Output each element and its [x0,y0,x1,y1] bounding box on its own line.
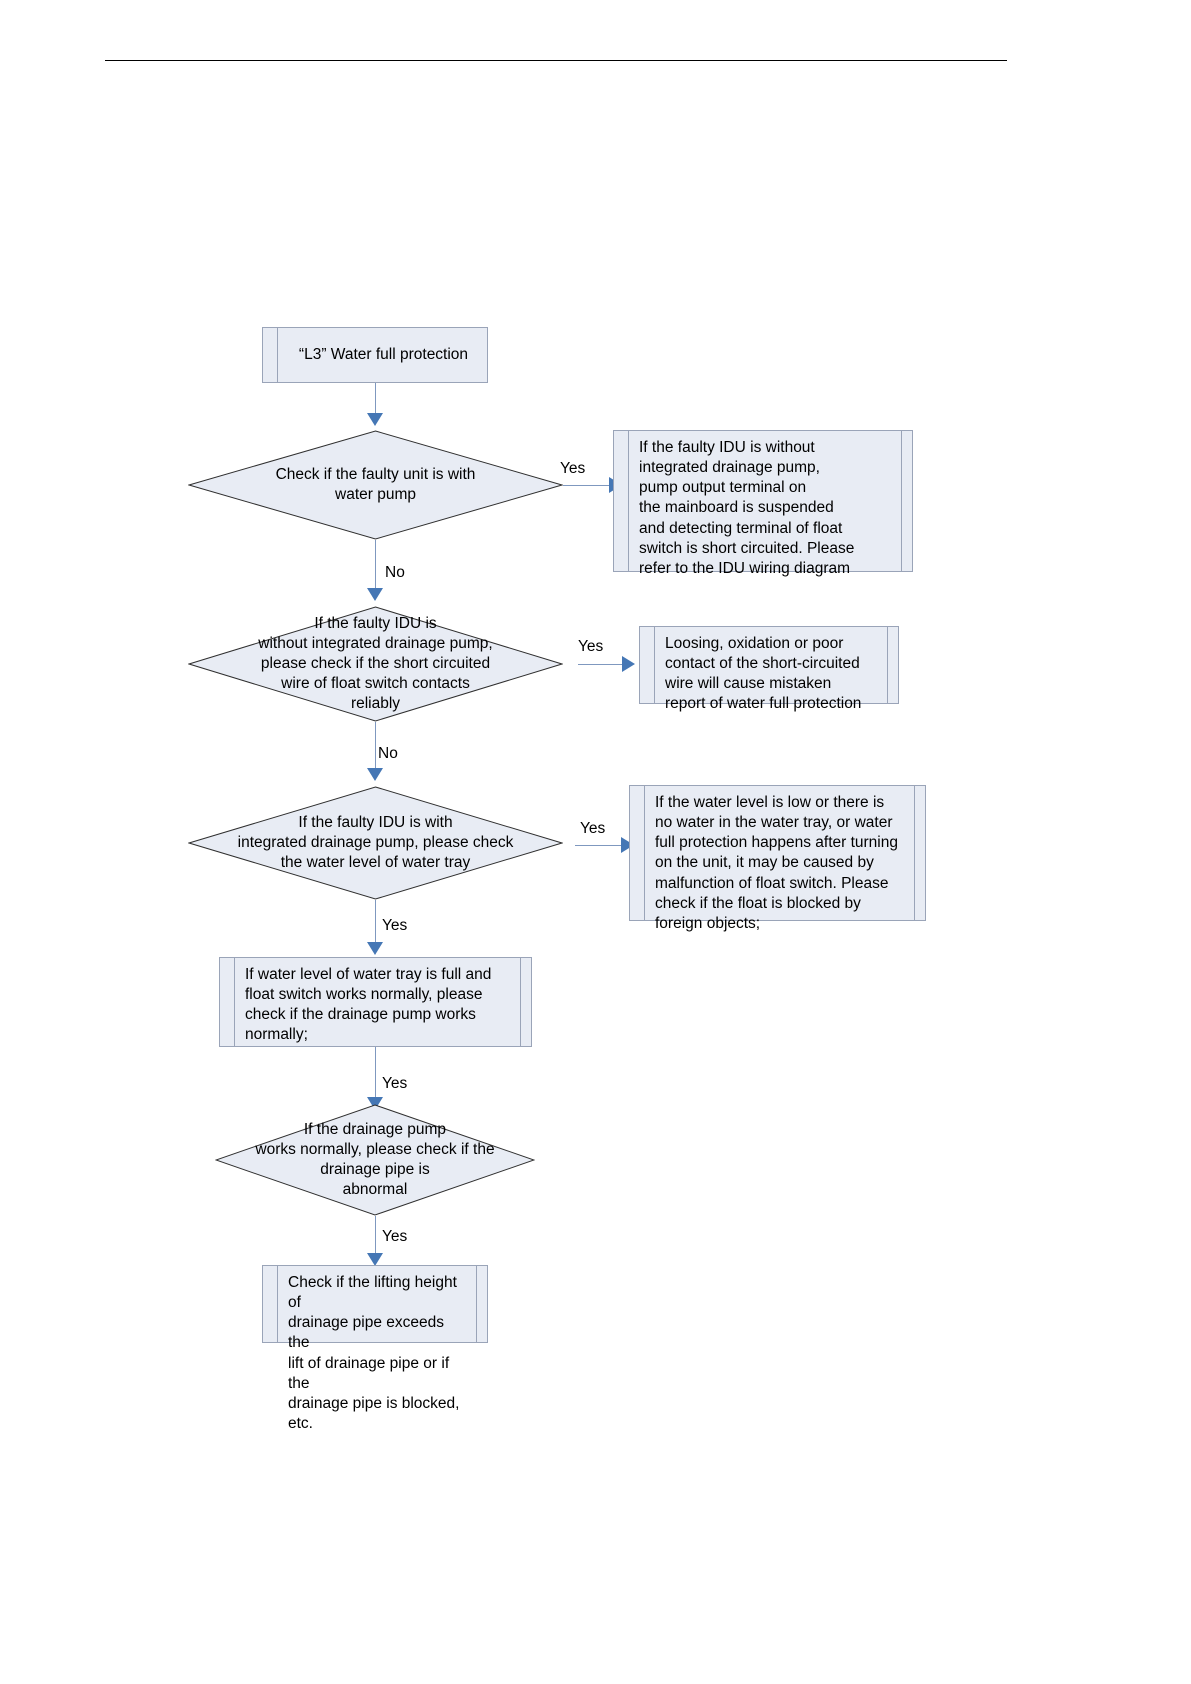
node-decision-2: If the faulty IDU is without integrated … [188,606,563,722]
node-decision-5-label: If the drainage pump works normally, ple… [255,1120,495,1199]
node-gutter-right [887,627,898,703]
node-result-1: If the faulty IDU is without integrated … [613,430,913,577]
arrowhead-end [367,1253,383,1266]
node-gutter-right [914,786,925,920]
node-gutter-right [901,431,912,571]
edge-label-decision5-yes: Yes [382,1228,408,1245]
connector-decision2-yes [578,664,628,665]
edge-label-decision1-yes: Yes [560,460,586,477]
connector-decision5-to-end [375,1216,376,1261]
node-process-4-label: If water level of water tray is full and… [245,966,492,1044]
node-result-3-label: If the water level is low or there is no… [655,794,898,932]
edge-label-decision1-no: No [385,564,405,581]
page-header-rule [105,60,1007,61]
connector-start-to-decision1 [375,383,376,419]
node-gutter-left [263,328,278,382]
arrowhead-decision1 [367,413,383,426]
node-decision-3: If the faulty IDU is with integrated dra… [188,786,563,900]
edge-label-decision3-yes-down: Yes [382,917,408,934]
edge-label-decision2-no: No [378,745,398,762]
edge-label-process4-yes: Yes [382,1075,408,1092]
arrowhead-decision2-yes [622,656,635,672]
node-start-label: “L3” Water full protection [298,345,469,363]
node-gutter-left [630,786,645,920]
connector-decision1-yes [563,485,615,486]
node-gutter-left [220,958,235,1046]
node-gutter-left [614,431,629,571]
connector-decision1-no [375,540,376,594]
edge-label-decision2-yes: Yes [578,638,604,655]
connector-decision2-no [375,722,376,774]
node-decision-1-label: Check if the faulty unit is with water p… [275,465,476,503]
node-gutter-right [520,958,531,1046]
node-end-label: Check if the lifting height of drainage … [288,1274,460,1432]
node-process-4: If water level of water tray is full and… [219,957,532,1047]
node-gutter-right [476,1266,487,1342]
decision-3-shape [188,786,563,900]
decision-5-shape [215,1104,535,1216]
edge-label-decision3-yes: Yes [580,820,606,837]
node-result-1-label: If the faulty IDU is without integrated … [639,439,855,577]
node-result-2-label: Loosing, oxidation or poor contact of th… [665,635,862,713]
node-decision-1: Check if the faulty unit is with water p… [188,430,563,540]
node-gutter-left [263,1266,278,1342]
arrowhead-decision2 [367,588,383,601]
decision-1-shape [188,430,563,540]
node-end: Check if the lifting height of drainage … [262,1265,488,1432]
node-result-3: If the water level is low or there is no… [629,785,926,932]
node-gutter-left [640,627,655,703]
decision-2-shape [188,606,563,722]
node-start: “L3” Water full protection [262,327,488,383]
arrowhead-decision3 [367,768,383,781]
node-decision-5: If the drainage pump works normally, ple… [215,1104,535,1216]
node-decision-2-label: If the faulty IDU is without integrated … [258,614,493,713]
arrowhead-process4 [367,942,383,955]
connector-decision3-yes [575,845,627,846]
connector-decision3-down [375,900,376,950]
connector-process4-to-decision5 [375,1047,376,1104]
node-decision-3-label: If the faulty IDU is with integrated dra… [237,813,514,872]
node-result-2: Loosing, oxidation or poor contact of th… [639,626,899,713]
